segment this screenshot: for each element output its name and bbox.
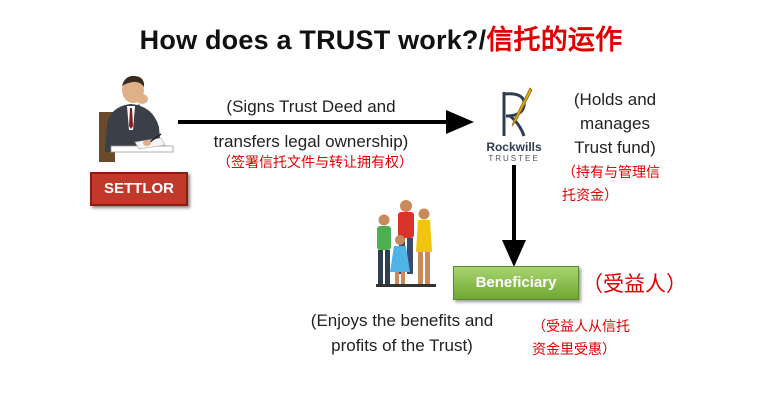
beneficiary-cn-label: （受益人） (582, 273, 687, 296)
trustee-desc-line3: Trust fund) (574, 138, 656, 157)
arrow-label-line2: transfers legal ownership) (213, 132, 409, 151)
arrow-trustee-to-beneficiary (502, 165, 526, 267)
beneficiary-box: Beneficiary (453, 266, 579, 300)
trustee-sub: TRUSTEE (488, 154, 540, 163)
title-cn: 信托的运作 (486, 25, 623, 55)
trustee-desc-cn-line1: （持有与管理信 (562, 164, 660, 180)
arrow-settlor-to-trustee (178, 110, 474, 134)
thinking-man-at-desk-icon (99, 75, 174, 162)
arrow-label-line1: (Signs Trust Deed and (226, 97, 396, 116)
page-title: How does a TRUST work?/信托的运作 (0, 18, 762, 57)
title-en: How does a TRUST work?/ (139, 25, 487, 55)
beneficiary-desc-line2: profits of the Trust) (331, 336, 473, 355)
trustee-name: Rockwills (486, 140, 542, 154)
settlor-box: SETTLOR (90, 172, 188, 206)
trustee-desc-cn-line2: 托资金） (562, 187, 618, 203)
trustee-desc-line1: (Holds and (573, 90, 657, 109)
trustee-desc-line2: manages (580, 114, 650, 133)
rockwills-logo-icon (502, 87, 533, 137)
family-group-icon (376, 200, 436, 287)
beneficiary-desc-line1: (Enjoys the benefits and (310, 311, 494, 330)
arrow-label-cn: （签署信托文件与转让拥有权） (217, 154, 413, 170)
beneficiary-desc-cn-line2: 资金里受惠） (532, 341, 616, 357)
beneficiary-desc-cn-line1: （受益人从信托 (532, 318, 630, 334)
